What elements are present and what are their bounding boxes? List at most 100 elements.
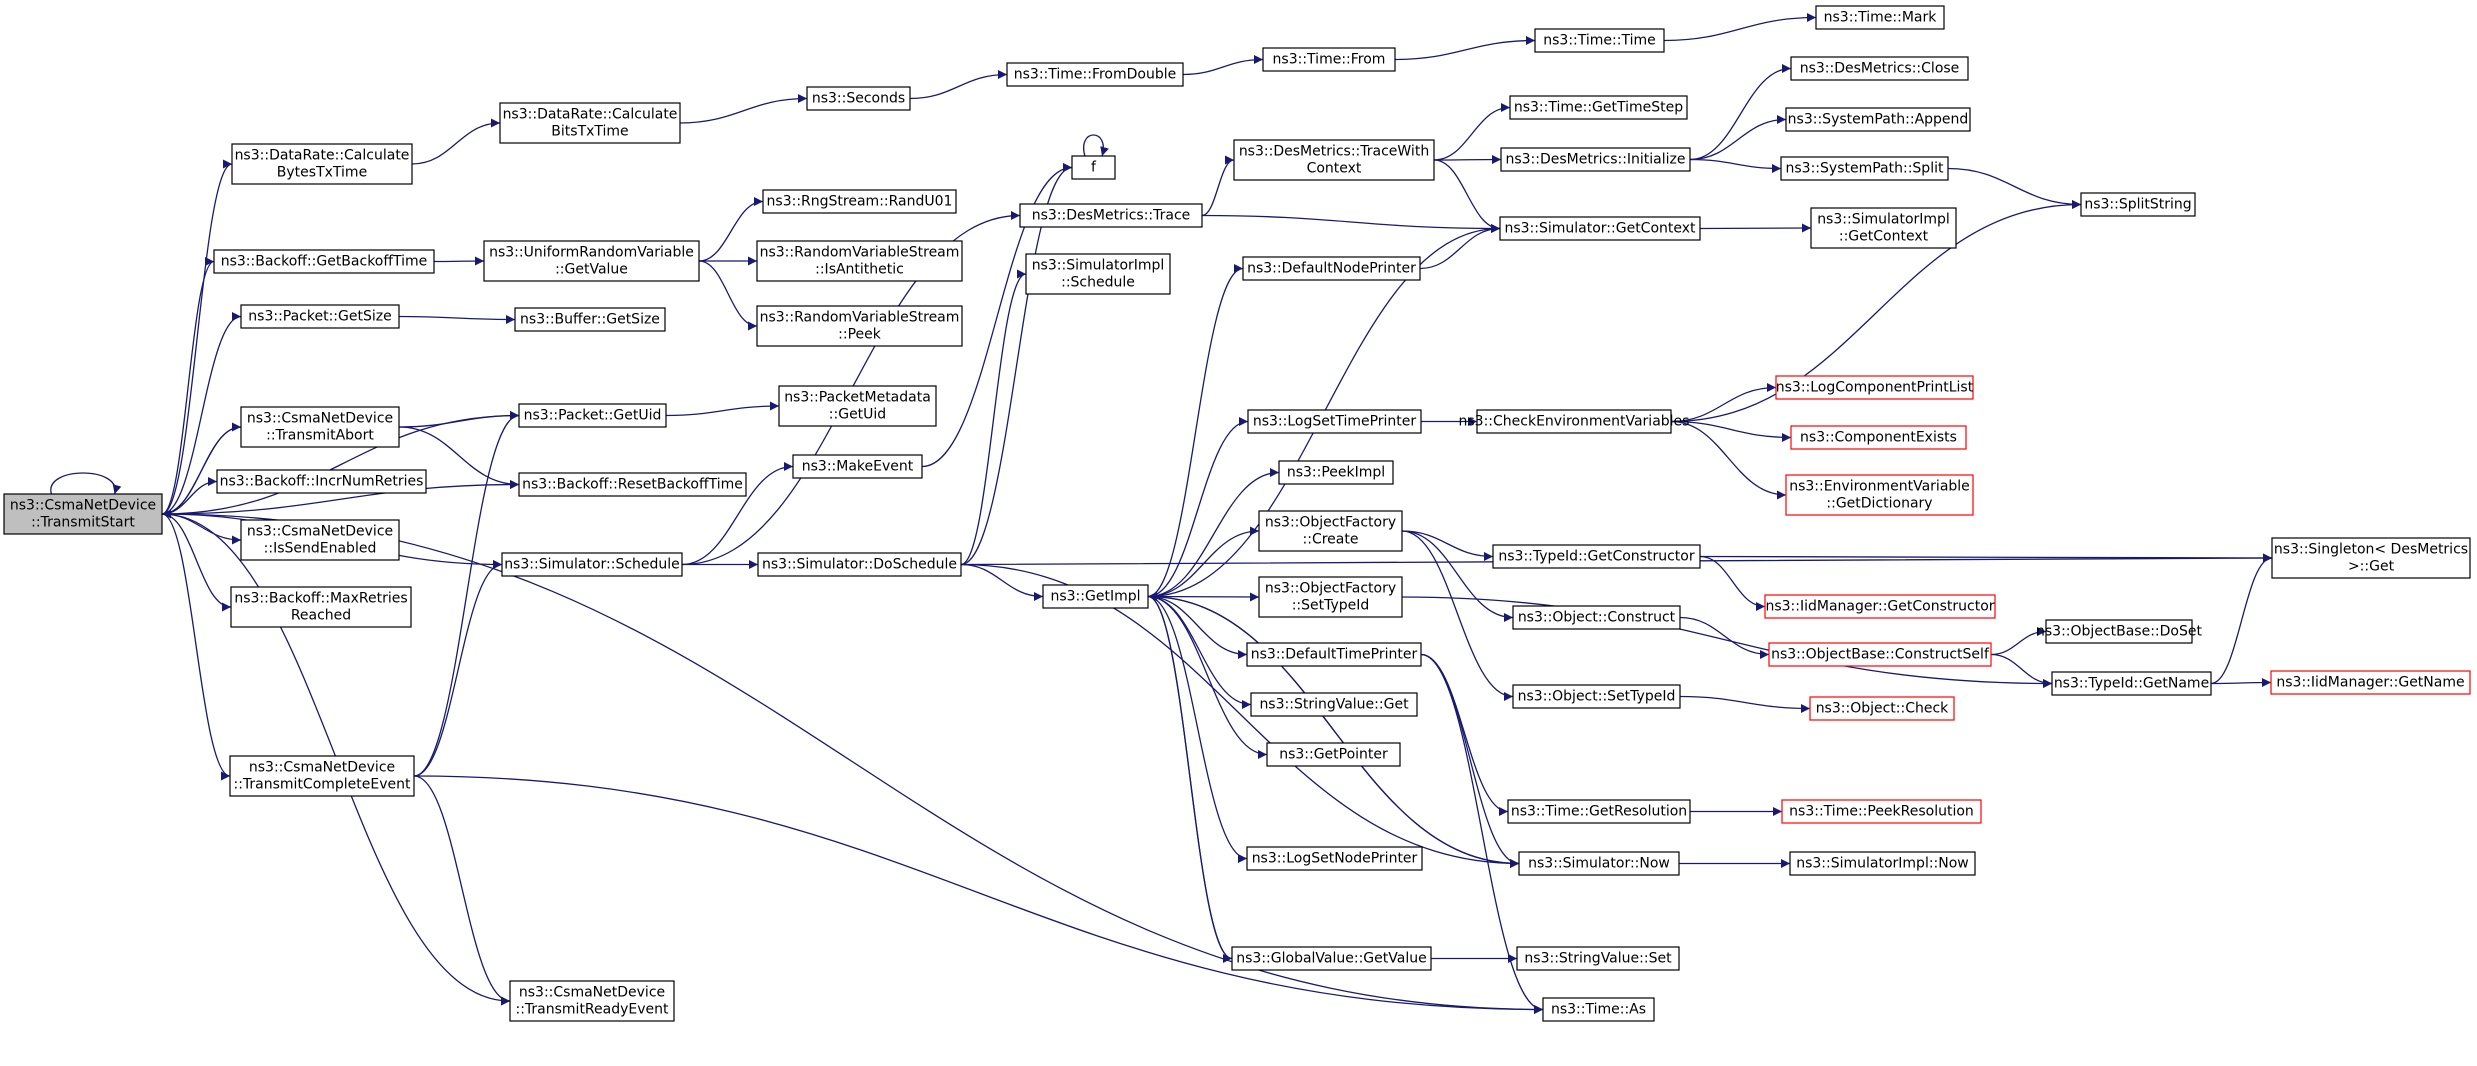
node-obj-check[interactable]: ns3::Object::Check bbox=[1809, 696, 1955, 721]
edge-get-impl-to-string-value-get bbox=[1147, 595, 1252, 709]
edge-root-to-time-as bbox=[161, 513, 1544, 1014]
node-impl-get-context[interactable]: ns3::SimulatorImpl::GetContext bbox=[1810, 207, 1957, 249]
edge-root-to-max-retries bbox=[161, 513, 232, 612]
node-box bbox=[1247, 409, 1422, 434]
node-gv-get-value[interactable]: ns3::GlobalValue::GetValue bbox=[1231, 946, 1432, 971]
edge-time-time-to-time-mark bbox=[1663, 13, 1817, 42]
node-get-pointer[interactable]: ns3::GetPointer bbox=[1266, 742, 1401, 767]
node-dm-trace[interactable]: ns3::DesMetrics::Trace bbox=[1019, 203, 1203, 228]
node-tid-get-name[interactable]: ns3::TypeId::GetName bbox=[2051, 671, 2212, 696]
node-sim-get-context[interactable]: ns3::Simulator::GetContext bbox=[1499, 216, 1701, 241]
edge-get-impl-to-def-node-printer bbox=[1147, 264, 1244, 598]
node-box bbox=[1775, 375, 1974, 400]
node-root[interactable]: ns3::CsmaNetDevice::TransmitStart bbox=[3, 493, 163, 535]
node-impl-now[interactable]: ns3::SimulatorImpl::Now bbox=[1789, 851, 1976, 876]
node-time-as[interactable]: ns3::Time::As bbox=[1542, 997, 1655, 1022]
node-comp-exists[interactable]: ns3::ComponentExists bbox=[1790, 425, 1967, 450]
node-time-from[interactable]: ns3::Time::From bbox=[1262, 47, 1396, 72]
node-packet-get-uid[interactable]: ns3::Packet::GetUid bbox=[518, 403, 667, 428]
edge-dm-trace-to-dm-trace-with bbox=[1201, 155, 1235, 217]
node-obj-construct[interactable]: ns3::Object::Construct bbox=[1512, 605, 1681, 630]
node-label: ::SetTypeId bbox=[1292, 598, 1370, 614]
node-ob-do-set[interactable]: ns3::ObjectBase::DoSet bbox=[2036, 619, 2202, 644]
node-is-send-enabled[interactable]: ns3::CsmaNetDevice::IsSendEnabled bbox=[240, 519, 400, 561]
node-time-time[interactable]: ns3::Time::Time bbox=[1534, 28, 1665, 53]
node-box bbox=[1785, 474, 1974, 516]
nodes-layer: ns3::CsmaNetDevice::TransmitStart ns3::Da… bbox=[3, 5, 2471, 1022]
node-string-value-set[interactable]: ns3::StringValue::Set bbox=[1516, 946, 1680, 971]
node-def-time-printer[interactable]: ns3::DefaultTimePrinter bbox=[1246, 642, 1422, 667]
node-label: ns3::SystemPath::Append bbox=[1788, 112, 1969, 128]
node-get-resolution[interactable]: ns3::Time::GetResolution bbox=[1507, 799, 1691, 824]
node-is-antithetic[interactable]: ns3::RandomVariableStream::IsAntithetic bbox=[756, 240, 963, 282]
edge-check-env-to-log-comp-print bbox=[1670, 383, 1777, 423]
node-of-create[interactable]: ns3::ObjectFactory::Create bbox=[1258, 510, 1403, 552]
node-sim-schedule[interactable]: ns3::Simulator::Schedule bbox=[501, 552, 683, 577]
node-singleton-get[interactable]: ns3::Singleton< DesMetrics>::Get bbox=[2271, 537, 2471, 579]
node-rvs-peek[interactable]: ns3::RandomVariableStream::Peek bbox=[756, 305, 963, 347]
node-label: ns3::Time::As bbox=[1551, 1002, 1646, 1018]
node-sp-append[interactable]: ns3::SystemPath::Append bbox=[1785, 107, 1971, 132]
node-label: ns3::RandomVariableStream bbox=[760, 245, 960, 261]
node-box bbox=[216, 469, 427, 494]
node-label: ns3::ObjectBase::DoSet bbox=[2036, 624, 2202, 640]
node-sp-split[interactable]: ns3::SystemPath::Split bbox=[1780, 156, 1949, 181]
node-def-node-printer[interactable]: ns3::DefaultNodePrinter bbox=[1242, 256, 1421, 281]
node-peek-resolution[interactable]: ns3::Time::PeekResolution bbox=[1781, 799, 1982, 824]
node-urv-get-value[interactable]: ns3::UniformRandomVariable::GetValue bbox=[483, 240, 700, 282]
node-label: ns3::LogSetNodePrinter bbox=[1252, 851, 1418, 867]
node-seconds[interactable]: ns3::Seconds bbox=[806, 86, 911, 111]
edge-root-to-incr-retries bbox=[161, 477, 218, 515]
node-log-set-node[interactable]: ns3::LogSetNodePrinter bbox=[1246, 846, 1423, 871]
node-env-get-dict[interactable]: ns3::EnvironmentVariable::GetDictionary bbox=[1785, 474, 1974, 516]
node-incr-retries[interactable]: ns3::Backoff::IncrNumRetries bbox=[216, 469, 427, 494]
node-obj-set-type-id[interactable]: ns3::Object::SetTypeId bbox=[1512, 684, 1681, 709]
node-of-set-type-id[interactable]: ns3::ObjectFactory::SetTypeId bbox=[1258, 576, 1403, 618]
edge-sim-get-context-to-impl-get-context bbox=[1699, 223, 1812, 233]
node-peek-impl[interactable]: ns3::PeekImpl bbox=[1278, 460, 1394, 485]
edge-make-event-to-f bbox=[921, 163, 1073, 468]
edge-root-to-root bbox=[50, 472, 122, 495]
node-reset-backoff[interactable]: ns3::Backoff::ResetBackoffTime bbox=[518, 472, 747, 497]
node-time-mark[interactable]: ns3::Time::Mark bbox=[1815, 5, 1945, 30]
node-log-set-time[interactable]: ns3::LogSetTimePrinter bbox=[1247, 409, 1422, 434]
node-log-comp-print[interactable]: ns3::LogComponentPrintList bbox=[1775, 375, 1974, 400]
node-iid-get-ctor[interactable]: ns3::IidManager::GetConstructor bbox=[1764, 594, 1996, 619]
node-box bbox=[231, 143, 413, 185]
node-make-event[interactable]: ns3::MakeEvent bbox=[792, 454, 923, 479]
node-tx-complete[interactable]: ns3::CsmaNetDevice::TransmitCompleteEven… bbox=[229, 755, 415, 797]
node-sim-now[interactable]: ns3::Simulator::Now bbox=[1518, 851, 1680, 876]
node-get-backoff[interactable]: ns3::Backoff::GetBackoffTime bbox=[213, 249, 435, 274]
node-box bbox=[778, 385, 937, 427]
node-box bbox=[1233, 139, 1435, 181]
node-rand-u01[interactable]: ns3::RngStream::RandU01 bbox=[762, 189, 957, 214]
node-from-double[interactable]: ns3::Time::FromDouble bbox=[1006, 62, 1184, 87]
node-tid-get-ctor[interactable]: ns3::TypeId::GetConstructor bbox=[1492, 544, 1701, 569]
node-ob-construct-self[interactable]: ns3::ObjectBase::ConstructSelf bbox=[1768, 642, 1992, 667]
node-packet-get-size[interactable]: ns3::Packet::GetSize bbox=[240, 304, 400, 329]
node-do-schedule[interactable]: ns3::Simulator::DoSchedule bbox=[757, 552, 962, 577]
node-f[interactable]: f bbox=[1071, 155, 1116, 180]
node-impl-schedule[interactable]: ns3::SimulatorImpl::Schedule bbox=[1025, 253, 1171, 295]
node-buffer-get-size[interactable]: ns3::Buffer::GetSize bbox=[514, 307, 666, 332]
edge-do-schedule-to-f bbox=[960, 163, 1073, 566]
node-get-impl[interactable]: ns3::GetImpl bbox=[1042, 584, 1149, 609]
node-dm-close[interactable]: ns3::DesMetrics::Close bbox=[1790, 56, 1969, 81]
node-check-env[interactable]: ns3::CheckEnvironmentVariables bbox=[1459, 409, 1690, 434]
node-pm-get-uid[interactable]: ns3::PacketMetadata::GetUid bbox=[778, 385, 937, 427]
node-split-string[interactable]: ns3::SplitString bbox=[2080, 192, 2196, 217]
node-label: ns3::IidManager::GetConstructor bbox=[1765, 599, 1994, 615]
node-get-time-step[interactable]: ns3::Time::GetTimeStep bbox=[1509, 95, 1688, 120]
node-dm-initialize[interactable]: ns3::DesMetrics::Initialize bbox=[1500, 147, 1691, 172]
node-iid-get-name[interactable]: ns3::IidManager::GetName bbox=[2270, 670, 2471, 695]
node-box bbox=[1781, 799, 1982, 824]
node-tx-abort[interactable]: ns3::CsmaNetDevice::TransmitAbort bbox=[240, 406, 400, 448]
node-string-value-get[interactable]: ns3::StringValue::Get bbox=[1250, 692, 1418, 717]
node-tx-ready[interactable]: ns3::CsmaNetDevice::TransmitReadyEvent bbox=[509, 980, 675, 1022]
edge-tid-get-name-to-singleton-get bbox=[2210, 553, 2273, 685]
node-box bbox=[1790, 56, 1969, 81]
